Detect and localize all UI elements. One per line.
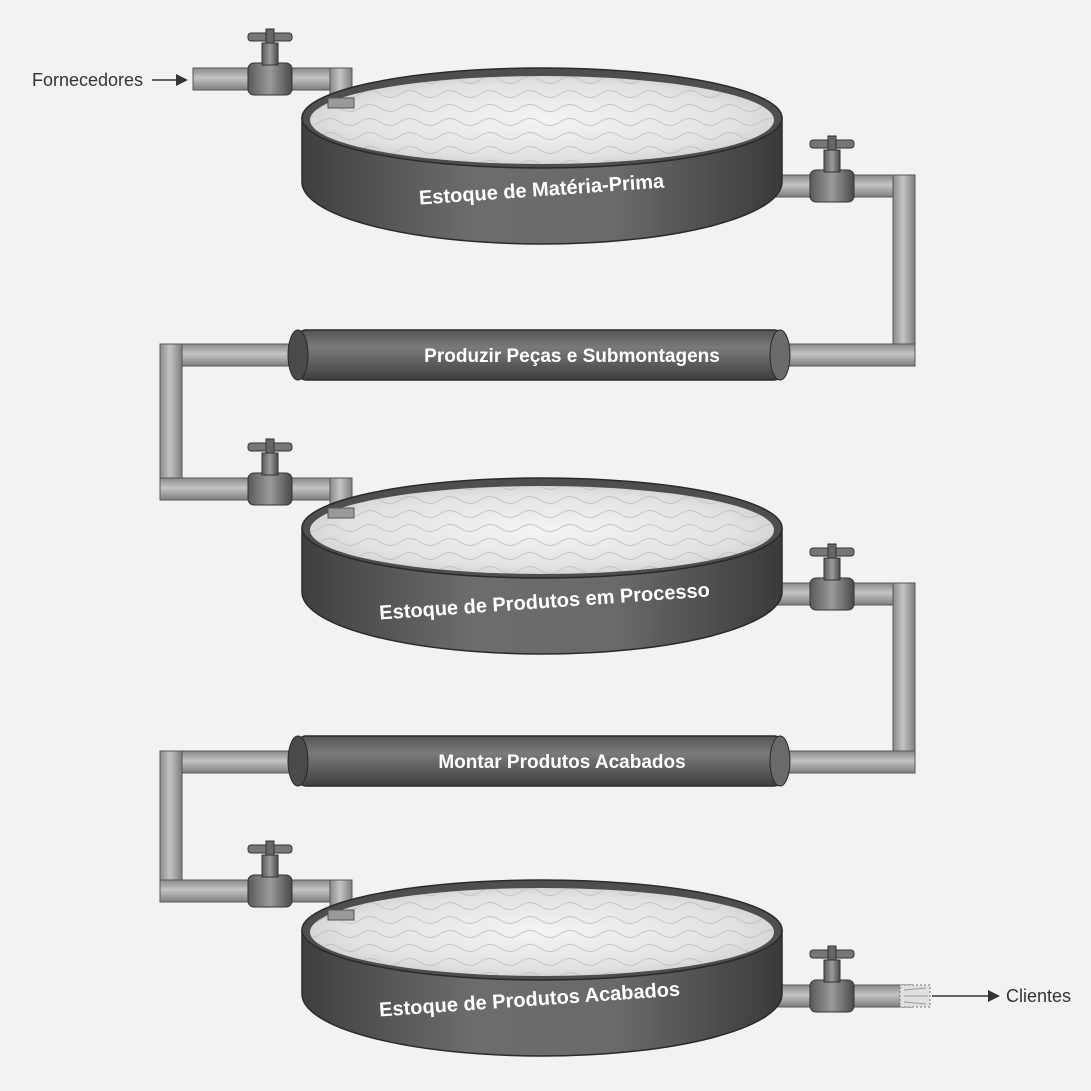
process-produce-parts-label: Produzir Peças e Submontagens [424, 346, 720, 367]
supplier-arrow [152, 74, 188, 86]
valve-raw-material-outlet-icon[interactable] [809, 135, 855, 203]
valve-wip-inlet-icon[interactable] [247, 438, 293, 506]
downcomer-pipe-2 [159, 750, 183, 902]
valves [247, 28, 855, 1013]
suppliers-label: Fornecedores [32, 70, 143, 90]
process1-feed-pipe [769, 343, 916, 367]
valve-wip-outlet-icon[interactable] [809, 543, 855, 611]
customer-arrow [932, 990, 1000, 1002]
valve-inlet-icon[interactable] [247, 28, 293, 96]
process-assemble-products [287, 735, 791, 787]
customers-label: Clientes [1006, 986, 1071, 1006]
pipes [159, 67, 931, 1008]
inlet-nozzle-3 [327, 909, 355, 921]
process-produce-parts [287, 329, 791, 381]
process2-feed-pipe [769, 750, 916, 774]
water-spray [899, 984, 931, 1008]
riser-pipe-2 [892, 582, 916, 774]
tank-work-in-process [301, 477, 783, 655]
process-assemble-products-label: Montar Produtos Acabados [438, 752, 685, 773]
tank-finished-goods [301, 879, 783, 1057]
riser-pipe-1 [892, 174, 916, 366]
downcomer-pipe-1 [159, 343, 183, 500]
valve-finished-outlet-icon[interactable] [809, 945, 855, 1013]
inlet-nozzle-2 [327, 507, 355, 519]
valve-finished-inlet-icon[interactable] [247, 840, 293, 908]
tank-raw-material [301, 67, 783, 245]
inlet-nozzle-1 [327, 97, 355, 109]
